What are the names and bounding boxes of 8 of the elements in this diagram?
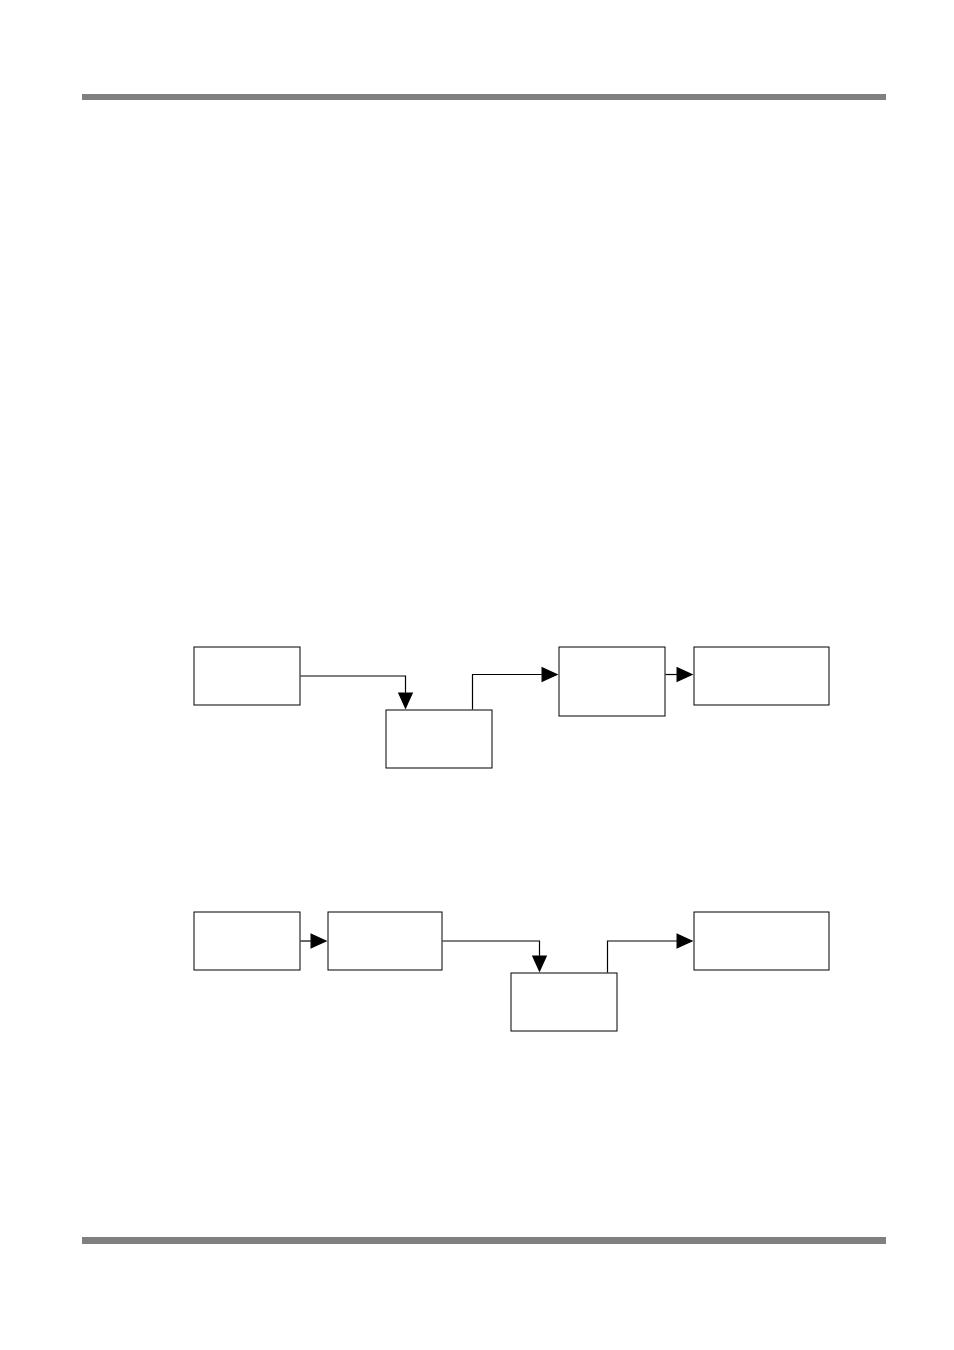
- empty-box: [327, 911, 443, 971]
- empty-box: [193, 911, 301, 971]
- empty-box: [385, 709, 493, 769]
- empty-box: [693, 911, 830, 971]
- empty-box: [510, 972, 618, 1032]
- empty-box: [693, 646, 830, 706]
- empty-box: [193, 646, 301, 706]
- empty-box: [558, 646, 666, 717]
